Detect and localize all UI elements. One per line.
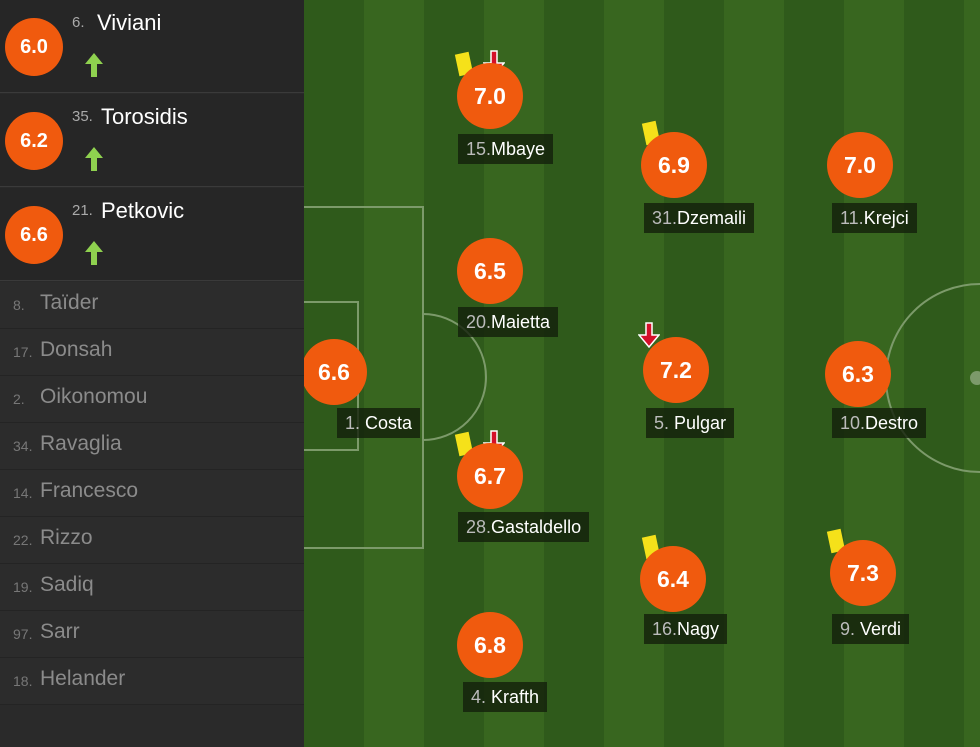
- bench-row[interactable]: 19. Sadiq: [0, 564, 304, 611]
- player-label: 5. Pulgar: [646, 408, 735, 438]
- rating-badge: 6.0: [5, 18, 63, 76]
- player-number: 34.: [13, 438, 33, 454]
- bench-row[interactable]: 2. Oikonomou: [0, 376, 304, 423]
- rating-badge: 6.6: [304, 339, 367, 405]
- player-label: 20.Maietta: [458, 307, 559, 337]
- rating-badge: 6.8: [457, 612, 523, 678]
- player-name: Mbaye: [491, 139, 546, 159]
- player-number: 17.: [13, 344, 33, 360]
- player-label: 11.Krejci: [832, 203, 917, 233]
- pitch: 6.6 1. Costa 7.0 15.Mbaye 6.5 20.Maietta…: [304, 0, 980, 747]
- player-number: 18.: [13, 673, 33, 689]
- player-name: Viviani: [97, 10, 162, 35]
- player-number: 28.: [466, 517, 492, 537]
- sub-row-petkovic[interactable]: 6.6 21. Petkovic: [0, 188, 304, 281]
- bench-row[interactable]: 97. Sarr: [0, 611, 304, 658]
- player-label: 16.Nagy: [644, 614, 728, 644]
- player-number: 8.: [13, 297, 25, 313]
- player-name: Torosidis: [101, 104, 188, 129]
- sub-off-arrow-icon: [638, 322, 660, 348]
- player-number: 11.: [840, 208, 864, 228]
- player-name: Petkovic: [101, 198, 185, 223]
- player-label: 10.Destro: [832, 408, 927, 438]
- player-label: 31.Dzemaili: [644, 203, 755, 233]
- sub-row-viviani[interactable]: 6.0 6. Viviani: [0, 0, 304, 93]
- player-name: Francesco: [40, 479, 139, 502]
- player-name: Pulgar: [674, 413, 727, 433]
- player-label: 4. Krafth: [463, 682, 548, 712]
- bench-row[interactable]: 22. Rizzo: [0, 517, 304, 564]
- sub-row-torosidis[interactable]: 6.2 35. Torosidis: [0, 94, 304, 187]
- player-label: 15.Mbaye: [458, 134, 554, 164]
- player-name: Oikonomou: [40, 385, 148, 408]
- player-name: Taïder: [40, 291, 99, 314]
- player-name: Destro: [865, 413, 919, 433]
- bench-row[interactable]: 8. Taïder: [0, 282, 304, 329]
- player-name: Rizzo: [40, 526, 93, 549]
- rating-badge: 7.0: [827, 132, 893, 198]
- player-number: 21.: [72, 202, 93, 219]
- player-name: Donsah: [40, 338, 113, 361]
- rating-badge: 6.6: [5, 206, 63, 264]
- bench-row[interactable]: 34. Ravaglia: [0, 423, 304, 470]
- player-number: 19.: [13, 579, 33, 595]
- player-number: 97.: [13, 626, 33, 642]
- player-label: 1. Costa: [337, 408, 421, 438]
- sub-in-arrow-icon: [85, 53, 103, 77]
- player-label: 9. Verdi: [832, 614, 910, 644]
- player-number: 31.: [652, 208, 678, 228]
- bench-row[interactable]: 18. Helander: [0, 658, 304, 705]
- player-name: Ravaglia: [40, 432, 122, 455]
- rating-badge: 7.2: [643, 337, 709, 403]
- bench-row[interactable]: 17. Donsah: [0, 329, 304, 376]
- player-name: Costa: [365, 413, 413, 433]
- player-name: Verdi: [860, 619, 902, 639]
- player-name: Maietta: [491, 312, 551, 332]
- player-name: Dzemaili: [677, 208, 747, 228]
- player-label: 28.Gastaldello: [458, 512, 590, 542]
- player-name: Gastaldello: [491, 517, 582, 537]
- rating-badge: 6.2: [5, 112, 63, 170]
- rating-badge: 6.9: [641, 132, 707, 198]
- sub-in-arrow-icon: [85, 147, 103, 171]
- rating-badge: 7.3: [830, 540, 896, 606]
- bench-row[interactable]: 14. Francesco: [0, 470, 304, 517]
- player-number: 14.: [13, 485, 33, 501]
- rating-badge: 6.5: [457, 238, 523, 304]
- player-number: 4.: [471, 687, 487, 707]
- player-number: 5.: [654, 413, 670, 433]
- player-number: 1.: [345, 413, 361, 433]
- player-number: 2.: [13, 391, 25, 407]
- rating-badge: 6.7: [457, 443, 523, 509]
- player-number: 9.: [840, 619, 856, 639]
- player-number: 35.: [72, 108, 93, 125]
- player-name: Sadiq: [40, 573, 94, 596]
- rating-badge: 6.3: [825, 341, 891, 407]
- player-number: 22.: [13, 532, 33, 548]
- player-name: Krafth: [491, 687, 540, 707]
- substitutes-panel: 6.0 6. Viviani 6.2 35. Torosidis 6.6 21.…: [0, 0, 304, 747]
- player-name: Nagy: [677, 619, 720, 639]
- rating-badge: 6.4: [640, 546, 706, 612]
- player-number: 15.: [466, 139, 492, 159]
- player-number: 20.: [466, 312, 492, 332]
- player-number: 16.: [652, 619, 678, 639]
- rating-badge: 7.0: [457, 63, 523, 129]
- player-name: Krejci: [863, 208, 909, 228]
- player-number: 6.: [72, 14, 85, 31]
- player-number: 10.: [840, 413, 866, 433]
- player-name: Helander: [40, 667, 126, 690]
- sub-in-arrow-icon: [85, 241, 103, 265]
- player-name: Sarr: [40, 620, 80, 643]
